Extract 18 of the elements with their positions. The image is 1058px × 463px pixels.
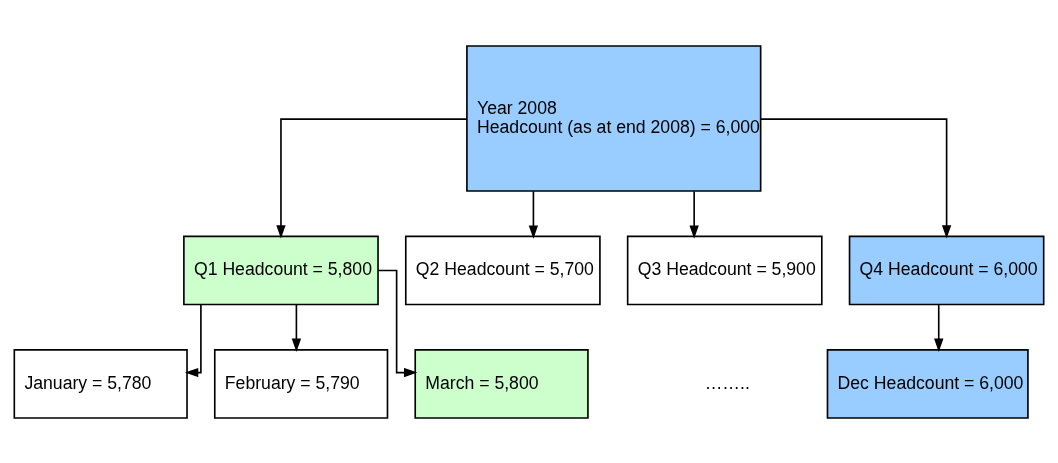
label: …….. [704,372,750,393]
node-box: Q1 Headcount = 5,800 [183,235,379,305]
arrow [759,117,952,239]
node-box: Q3 Headcount = 5,900 [626,235,823,305]
arrow [528,190,539,239]
arrow [291,303,302,352]
node-box: March = 5,800 [414,348,589,419]
arrow [184,303,202,377]
node-box: Q4 Headcount = 6,000 [848,235,1045,305]
node-box: February = 5,790 [213,348,389,419]
arrow [377,269,418,377]
node-box: Dec Headcount = 6,000 [826,348,1029,419]
arrow [934,303,944,352]
node-box: Q2 Headcount = 5,700 [404,235,601,305]
node-box: Year 2008 Headcount (as at end 2008) = 6,000 [466,44,762,192]
arrow [689,190,699,239]
arrow [276,117,468,239]
node-box: January = 5,780 [13,348,188,419]
